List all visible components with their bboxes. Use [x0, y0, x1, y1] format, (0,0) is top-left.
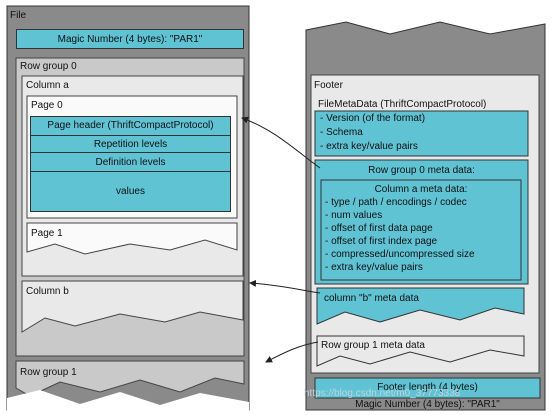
- watermark-text: https://blog.csdn.net/m0_37773338: [304, 388, 461, 399]
- page-0-label: Page 0: [31, 100, 63, 111]
- footer-length-label: Footer length (4 bytes): [377, 382, 478, 393]
- page-header-label: Page header (ThriftCompactProtocol): [47, 120, 214, 131]
- row-group-0-label: Row group 0: [20, 61, 77, 72]
- footer-length-shape: [314, 377, 541, 399]
- magic-number-top: Magic Number (4 bytes): "PAR1": [16, 29, 244, 49]
- magic-number-top-label: Magic Number (4 bytes): "PAR1": [57, 34, 203, 45]
- arrow-to-row-group-1: [265, 341, 319, 363]
- definition-levels-label: Definition levels: [95, 157, 166, 168]
- footer-title: Footer: [314, 80, 343, 91]
- col-a-meta-item: - compressed/uncompressed size: [325, 249, 475, 260]
- arrow-to-column-b: [249, 279, 321, 294]
- row-group-1-label: Row group 1: [20, 367, 77, 378]
- meta-item: - Schema: [320, 127, 363, 138]
- repetition-levels-label: Repetition levels: [93, 139, 168, 150]
- col-a-meta-item: - offset of first data page: [325, 223, 433, 234]
- file-metadata-shape: [314, 110, 529, 157]
- col-a-meta-item: - type / path / encodings / codec: [325, 197, 467, 208]
- col-a-meta-item: - num values: [325, 210, 383, 221]
- repetition-levels-row: Repetition levels: [30, 135, 231, 153]
- values-label: values: [116, 186, 145, 197]
- definition-levels-row: Definition levels: [30, 152, 231, 172]
- page-1-shape: [26, 222, 238, 255]
- column-b-shape: [21, 280, 244, 333]
- col-a-meta-item: - offset of first index page: [325, 236, 438, 247]
- column-a-label: Column a: [26, 80, 69, 91]
- file-title: File: [10, 10, 27, 21]
- page-header-row: Page header (ThriftCompactProtocol): [30, 116, 231, 136]
- col-b-meta-shape: [316, 287, 525, 325]
- file-bottom-torn: [7, 390, 249, 415]
- meta-item: - Version (of the format): [320, 113, 426, 124]
- page-1-label: Page 1: [31, 228, 63, 239]
- row-group-1-shape: [15, 360, 245, 397]
- col-a-meta-title: Column a meta data:: [374, 184, 468, 195]
- arrow-to-page-header: [241, 116, 321, 169]
- file-metadata-label: FileMetaData (ThriftCompactProtocol): [318, 99, 487, 110]
- page-0-content: Page header (ThriftCompactProtocol) Repe…: [30, 116, 231, 212]
- rg1-meta-label: Row group 1 meta data: [321, 340, 425, 351]
- rg1-meta-shape: [316, 335, 525, 367]
- magic-number-bottom: Magic Number (4 bytes): "PAR1": [355, 399, 500, 410]
- meta-item: - extra key/value pairs: [320, 141, 418, 152]
- column-b-label: Column b: [26, 286, 69, 297]
- rg0-meta-label: Row group 0 meta data:: [368, 165, 475, 176]
- col-a-meta-shape: [320, 179, 522, 281]
- col-b-meta-label: column "b" meta data: [324, 293, 419, 304]
- col-a-meta-item: - extra key/value pairs: [325, 262, 423, 273]
